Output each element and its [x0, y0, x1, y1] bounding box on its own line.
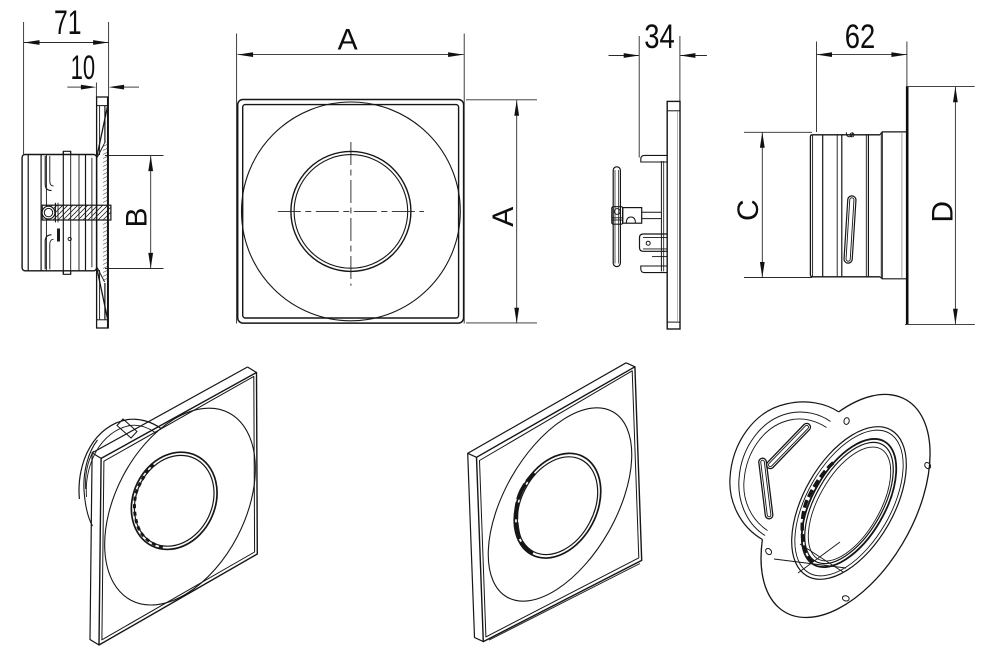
svg-text:B: B: [120, 207, 153, 227]
svg-text:62: 62: [845, 18, 876, 56]
svg-text:10: 10: [71, 49, 96, 87]
svg-text:D: D: [927, 201, 960, 223]
svg-text:A: A: [338, 24, 358, 57]
svg-text:34: 34: [644, 18, 675, 56]
svg-text:C: C: [732, 199, 765, 221]
svg-text:71: 71: [54, 4, 82, 42]
svg-text:A: A: [487, 207, 520, 227]
